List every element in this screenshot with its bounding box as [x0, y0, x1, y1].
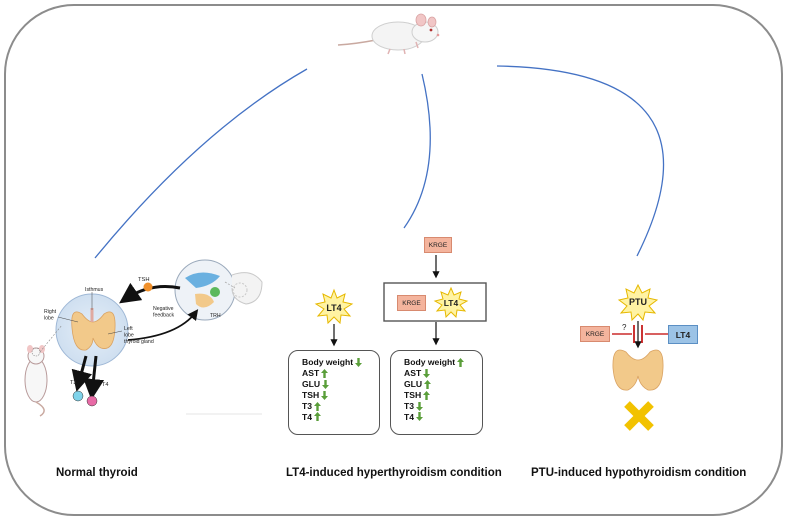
- t4-dot: [86, 395, 98, 407]
- result-row: GLU: [404, 379, 482, 390]
- green-up-arrow-icon: [423, 390, 431, 400]
- krge-top-box: KRGE: [424, 237, 452, 253]
- result-label: Body weight: [302, 357, 354, 367]
- result-row: AST: [302, 368, 379, 379]
- normal-thyroid-illustration: TSH TRH Isthmus Right lobe Left lobe thy…: [24, 259, 263, 417]
- t4-label: T4: [102, 382, 109, 388]
- result-row: TSH: [302, 390, 379, 401]
- isthmus-label: Isthmus: [85, 287, 104, 293]
- result-label: T4: [404, 411, 415, 422]
- krge-ptu-box: KRGE: [580, 326, 610, 342]
- left-lobe-label: Left lobe thyroid gland: [124, 326, 154, 345]
- green-down-arrow-icon: [416, 412, 424, 422]
- green-down-arrow-icon: [322, 379, 330, 389]
- green-up-arrow-icon: [457, 357, 465, 367]
- tsh-label: TSH: [138, 277, 150, 283]
- result-row: T3: [302, 401, 379, 412]
- result-row: Body weight: [302, 357, 379, 368]
- green-up-arrow-icon: [321, 368, 329, 378]
- combo-lt4-label: LT4: [444, 298, 459, 308]
- result-row: GLU: [302, 379, 379, 390]
- green-up-arrow-icon: [314, 401, 322, 411]
- green-down-arrow-icon: [423, 368, 431, 378]
- result-row: TSH: [404, 390, 482, 401]
- small-rat-icon: [24, 324, 63, 417]
- t3-label: T3: [70, 380, 77, 386]
- lt4-burst: LT4: [314, 288, 354, 325]
- negative-feedback-label: Negative feedback: [153, 306, 175, 319]
- ptu-thyroid-gland: [612, 349, 664, 391]
- thyroid-gland: [71, 311, 116, 351]
- x-mark-icon: [624, 401, 654, 431]
- result-label: T4: [302, 411, 313, 422]
- t3-dot: [72, 390, 84, 402]
- lt4-label: LT4: [326, 303, 341, 313]
- ptu-burst: PTU: [617, 283, 659, 322]
- green-down-arrow-icon: [321, 390, 329, 400]
- combo-lt4-burst: LT4: [433, 286, 469, 319]
- green-up-arrow-icon: [424, 379, 432, 389]
- result-row: T3: [404, 401, 482, 412]
- result-row: T4: [302, 412, 379, 423]
- caption-hypo: PTU-induced hypothyroidism condition: [531, 467, 747, 479]
- green-up-arrow-icon: [314, 412, 322, 422]
- ptu-label: PTU: [629, 297, 647, 307]
- result-label: T3: [302, 400, 313, 411]
- question-mark: ?: [622, 323, 627, 332]
- right-lobe-label: Right lobe: [44, 309, 58, 322]
- result-label: T3: [404, 400, 415, 411]
- trh-marker: [210, 287, 220, 297]
- caption-normal: Normal thyroid: [56, 467, 138, 479]
- green-down-arrow-icon: [355, 357, 363, 367]
- caption-hyper: LT4-induced hyperthyroidism condition: [286, 467, 502, 479]
- branch-line-hypo: [496, 65, 665, 257]
- krge-combo-box: KRGE: [397, 295, 426, 311]
- result-label: GLU: [404, 378, 423, 389]
- rounded-frame: [4, 4, 783, 516]
- result-label: TSH: [404, 389, 422, 400]
- lt4-blue-box: LT4: [668, 325, 698, 344]
- result-label: AST: [302, 367, 320, 378]
- branch-line-hyper: [403, 73, 431, 229]
- result-label: GLU: [302, 378, 321, 389]
- result-label: AST: [404, 367, 422, 378]
- result-row: AST: [404, 368, 482, 379]
- result-row: T4: [404, 412, 482, 423]
- trh-label: TRH: [210, 313, 221, 319]
- rat-icon: [337, 13, 440, 55]
- result-label: TSH: [302, 389, 320, 400]
- result-row: Body weight: [404, 357, 482, 368]
- tsh-marker: [143, 282, 153, 292]
- green-down-arrow-icon: [416, 401, 424, 411]
- branch-line-normal: [94, 68, 308, 259]
- result-label: Body weight: [404, 357, 456, 367]
